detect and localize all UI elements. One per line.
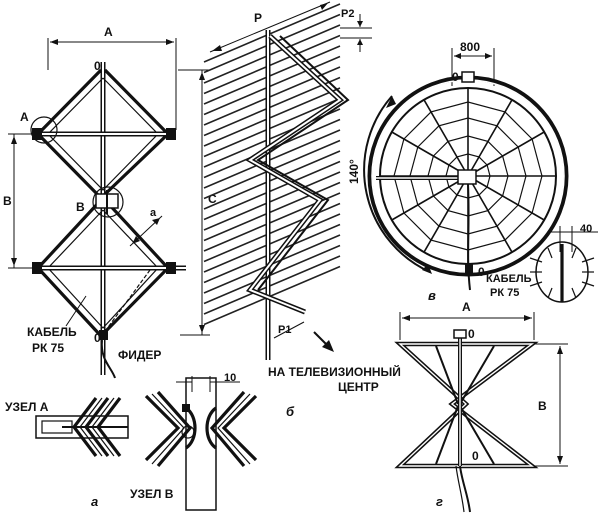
reflector-rod — [203, 129, 341, 189]
caption-v: в — [428, 288, 436, 303]
cable-label-line2: РК 75 — [32, 341, 64, 355]
dim-c-label: С — [208, 192, 217, 206]
reflector-rod — [203, 24, 341, 84]
point-0-bottom-g: 0 — [472, 449, 479, 463]
web-spoke — [423, 99, 469, 177]
reflector-rod — [203, 118, 341, 179]
reflector-grid — [203, 3, 341, 326]
destination-line1: НА ТЕЛЕВИЗИОННЫЙ — [268, 364, 401, 379]
point-0-bottom: 0 — [94, 331, 101, 345]
caption-b: б — [286, 404, 295, 419]
dim-p-label: Р — [254, 11, 262, 25]
dim-10-label: 10 — [224, 372, 236, 384]
dim-g-a-label: А — [462, 300, 471, 314]
node-a-detail: УЗЕЛ А — [5, 397, 129, 457]
reflector-rod — [203, 265, 341, 326]
reflector-rod — [203, 181, 341, 242]
caption-a: а — [91, 494, 98, 509]
cable-label-line1: КАБЕЛЬ — [27, 325, 77, 339]
dim-g-b-label: В — [538, 399, 547, 413]
reflector-rod — [203, 213, 341, 273]
reflector-rod — [203, 45, 341, 105]
reflector-rod — [203, 223, 341, 284]
reflector-rod — [203, 139, 341, 200]
reflector-rod — [203, 108, 341, 168]
reflector-rod — [203, 171, 341, 231]
node-b-detail: 10 УЗЕЛ В — [130, 372, 258, 511]
point-0-top-g: 0 — [468, 327, 475, 341]
panel-v: 800 0 0 140° 40 — [347, 40, 598, 303]
dim-b-label: В — [3, 194, 12, 208]
panel-g: А 0 0 В г — [394, 300, 568, 513]
reflector-rod — [203, 150, 341, 210]
dim-40-label: 40 — [580, 223, 592, 235]
cable-connector-inset: 40 — [529, 223, 598, 303]
dim-800-label: 800 — [460, 40, 480, 54]
point-0-top: 0 — [94, 59, 101, 73]
reflector-rod — [203, 55, 341, 116]
web-spoke — [467, 175, 545, 221]
node-b-marker: В — [76, 200, 85, 214]
web-spoke — [467, 99, 513, 177]
dim-p2-label: Р2 — [341, 8, 354, 20]
reflector-rod — [203, 87, 341, 147]
reflector-rod — [203, 97, 341, 158]
reflector-rod — [203, 160, 341, 221]
panel-b: Р Р2 Р1 НА ТЕЛЕВИЗИОННЫЙ ЦЕНТР б — [203, 1, 401, 419]
web-spoke — [467, 131, 545, 177]
caption-g: г — [436, 494, 443, 509]
dim-small-a-label: а — [150, 207, 157, 219]
web-spoke — [423, 175, 469, 253]
dim-p1-label: Р1 — [278, 324, 291, 336]
web-spoke — [391, 131, 469, 177]
web-spoke — [391, 175, 469, 221]
destination-line2: ЦЕНТР — [338, 380, 379, 394]
reflector-rod — [203, 13, 341, 74]
reflector-rod — [203, 255, 341, 315]
reflector-rod — [203, 34, 341, 95]
point-0-bottom-v: 0 — [478, 265, 485, 279]
feeder-label: ФИДЕР — [118, 348, 161, 362]
reflector-rod — [203, 76, 341, 137]
panel-a: А В — [3, 25, 258, 511]
reflector-rod — [203, 3, 341, 63]
reflector-rod — [203, 244, 341, 305]
node-a-marker: А — [20, 110, 29, 124]
node-b-detail-label: УЗЕЛ В — [130, 487, 174, 501]
cable-label-v-line2: РК 75 — [490, 287, 519, 299]
cable-label-v-line1: КАБЕЛЬ — [486, 273, 532, 285]
point-0-top-v: 0 — [452, 70, 459, 84]
dim-a-label: А — [104, 25, 113, 39]
web-spoke — [467, 175, 513, 253]
angle-label: 140° — [347, 159, 361, 184]
node-a-detail-label: УЗЕЛ А — [5, 400, 49, 414]
